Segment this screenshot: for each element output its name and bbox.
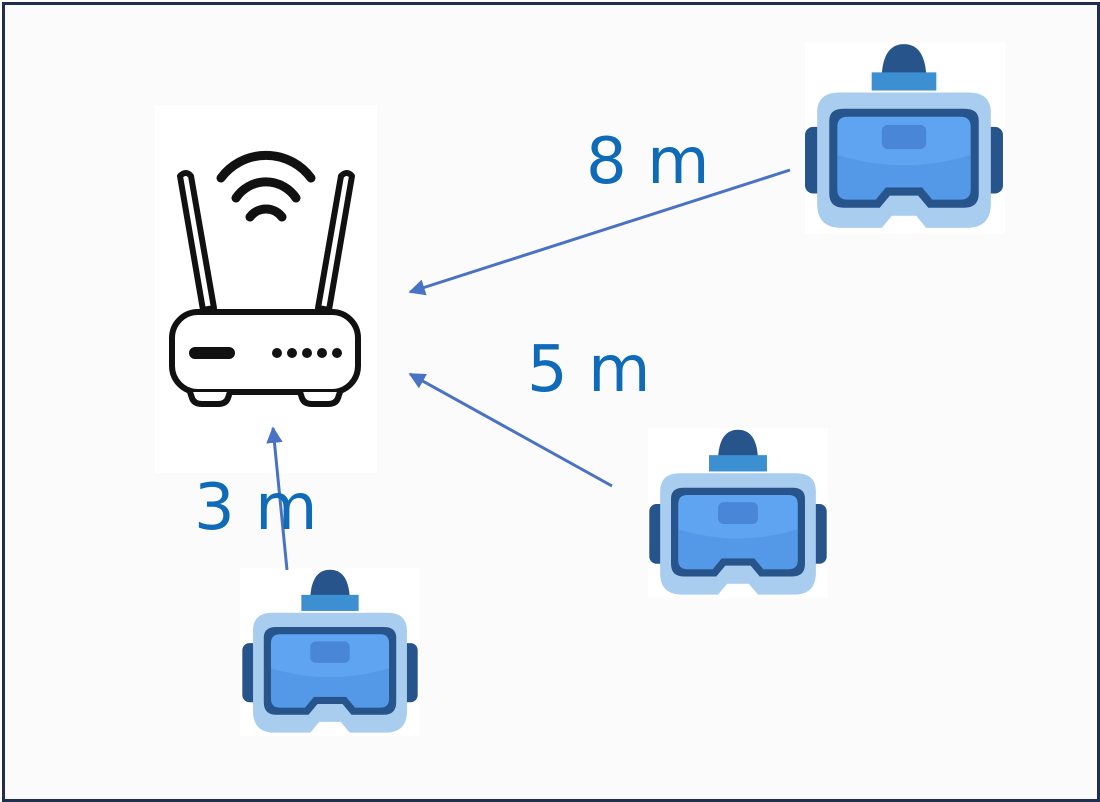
vr-headset-icon (649, 429, 827, 595)
vr-headset-icon (805, 44, 1003, 228)
router-background (155, 105, 377, 473)
arrow-bottom-left-to-router (266, 426, 289, 571)
arrow-middle-right-to-router (408, 372, 613, 488)
distance-label-middle-right: 5 m (527, 333, 651, 407)
arrow-top-right-to-router (408, 168, 791, 296)
vr-headset-icon (242, 569, 418, 733)
distance-label-top-right: 8 m (586, 125, 710, 199)
wifi-router-icon (169, 150, 361, 407)
distance-label-bottom-left: 3 m (194, 471, 318, 545)
